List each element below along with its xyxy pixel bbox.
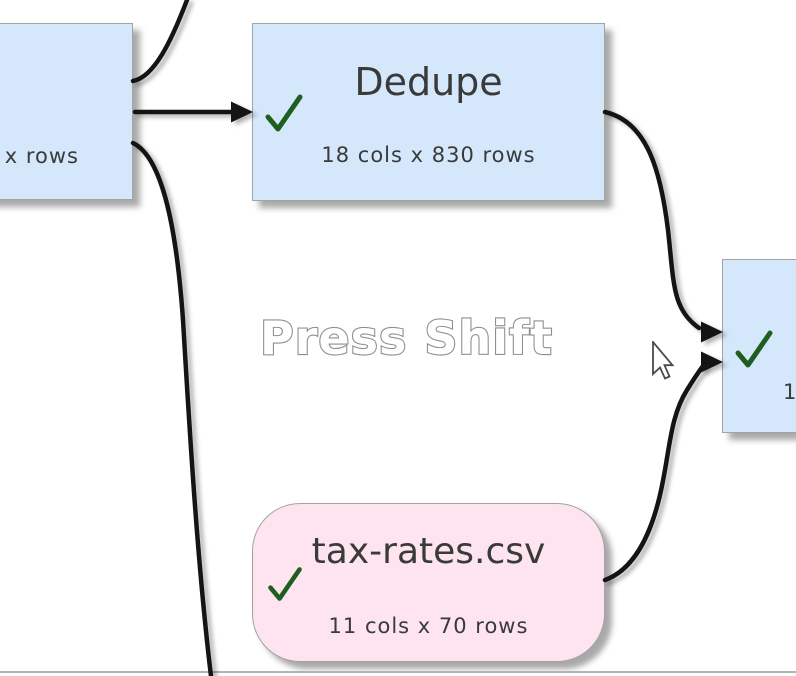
check-icon xyxy=(735,330,773,368)
check-icon xyxy=(268,567,302,601)
canvas-bottom-edge xyxy=(0,671,796,676)
node-stats: 18 cols x 830 rows xyxy=(321,143,536,167)
node-tax-rates[interactable]: tax-rates.csv 11 cols x 70 rows xyxy=(252,503,605,662)
arrowhead-icon xyxy=(701,351,723,373)
node-title: tax-rates.csv xyxy=(311,531,546,572)
watermark-text: Press Shift xyxy=(260,311,553,365)
edge-left-to-top[interactable] xyxy=(130,0,190,84)
node-right-partial[interactable]: 1 xyxy=(722,259,796,433)
edge-dedupe-to-right[interactable] xyxy=(602,109,702,331)
mouse-cursor xyxy=(652,341,675,380)
node-stats: x rows xyxy=(4,144,79,168)
node-dedupe[interactable]: Dedupe 18 cols x 830 rows xyxy=(252,23,605,201)
node-stats: 11 cols x 70 rows xyxy=(328,614,529,638)
node-left-partial[interactable]: x rows xyxy=(0,23,133,200)
edge-tax-to-right[interactable] xyxy=(602,363,706,583)
arrowhead-icon xyxy=(231,101,253,123)
node-title: Dedupe xyxy=(354,60,503,104)
arrowhead-icon xyxy=(701,321,723,343)
edge-left-to-bottom[interactable] xyxy=(130,140,214,676)
node-stats: 1 xyxy=(783,380,796,404)
press-shift-watermark: Press Shift xyxy=(259,310,553,366)
check-icon xyxy=(265,94,303,132)
